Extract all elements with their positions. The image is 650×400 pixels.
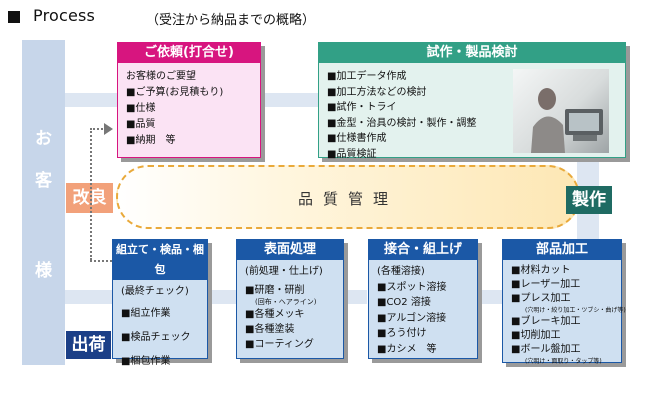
improve-arrow-line: [90, 128, 92, 260]
parts-item: ■ブレーキ加工: [511, 316, 581, 327]
prototype-item: ■金型・治具の検討・製作・調整: [327, 117, 477, 129]
arrow-head-icon: [104, 123, 113, 135]
customer-char-2: 客: [35, 171, 52, 191]
prototype-item: ■品質検証: [327, 148, 377, 160]
prototype-item: ■仕様書作成: [327, 133, 387, 144]
connector-band: [210, 290, 236, 304]
joining-item: ■アルゴン溶接: [377, 312, 447, 324]
assembly-item: ■組立作業: [121, 308, 171, 319]
prototype-item: ■加工方法などの検討: [327, 86, 427, 98]
page-title: Process: [33, 6, 96, 25]
surface-item-note: (回布・ヘアライン): [255, 298, 317, 306]
assembly-item: ■梱包作業: [121, 356, 171, 367]
quality-control-label: 品質管理: [297, 190, 398, 208]
parts-item-note: (穴明け・絞り加工・ツブシ・曲げ等): [525, 307, 626, 314]
connector-band: [65, 93, 117, 107]
page-subtitle: （受注から納品までの概略）: [146, 13, 316, 28]
parts-box: 部品加工 ■材料カット ■レーザー加工 ■プレス加工 (穴明け・絞り加工・ツブシ…: [502, 239, 626, 365]
order-item: ■品質: [126, 119, 156, 130]
assembly-intro: (最終チェック): [121, 286, 189, 297]
order-box: ご依頼(打合せ) お客様のご要望 ■ご予算(お見積もり) ■仕様 ■品質 ■納期…: [117, 42, 261, 158]
prototype-box: 試作・製品検討 ■加工データ作成 ■加工方法などの検討 ■試作・トライ ■金型・…: [318, 42, 626, 160]
manufacture-label: 製作: [566, 186, 612, 214]
surface-item: ■コーティング: [245, 339, 314, 350]
surface-item: ■各種塗装: [245, 324, 295, 335]
order-box-title: ご依頼(打合せ): [118, 43, 260, 63]
prototype-item: ■試作・トライ: [327, 102, 397, 113]
assembly-item: ■検品チェック: [121, 332, 191, 343]
surface-box: 表面処理 (前処理・仕上げ) ■研磨・研削 (回布・ヘアライン) ■各種メッキ …: [236, 239, 344, 359]
prototype-item: ■加工データ作成: [327, 71, 407, 82]
joining-item: ■CO2 溶接: [377, 297, 431, 308]
assembly-box-title: 組立て・検品・梱包: [113, 240, 207, 280]
connector-band: [345, 290, 367, 304]
parts-item-note: (穴明け・面取り・タップ等): [525, 358, 602, 365]
joining-item: ■ろう付け: [377, 328, 427, 339]
order-item: ■仕様: [126, 103, 156, 114]
connector-band: [577, 212, 599, 246]
customer-char-3: 様: [35, 261, 52, 281]
parts-item: ■切削加工: [511, 330, 561, 341]
order-item: ■ご予算(お見積もり): [126, 87, 224, 98]
connector-band: [480, 290, 502, 304]
surface-box-title: 表面処理: [237, 240, 343, 260]
joining-box-title: 接合・組上げ: [369, 240, 477, 260]
parts-item: ■プレス加工: [511, 293, 571, 304]
surface-intro: (前処理・仕上げ): [245, 266, 323, 277]
customer-char-1: お: [35, 129, 52, 149]
surface-item: ■各種メッキ: [245, 309, 305, 320]
improve-label: 改良: [66, 183, 113, 213]
workshop-photo-icon: [513, 69, 609, 153]
parts-item: ■ボール盤加工: [511, 344, 581, 355]
header-bullet-icon: [8, 11, 20, 23]
quality-control-band: [116, 165, 580, 229]
ship-label: 出荷: [66, 331, 111, 359]
prototype-box-title: 試作・製品検討: [319, 43, 625, 63]
joining-intro: (各種溶接): [377, 266, 425, 277]
connector-band: [577, 160, 599, 190]
order-box-intro: お客様のご要望: [126, 71, 196, 82]
assembly-box: 組立て・検品・梱包 (最終チェック) ■組立作業 ■検品チェック ■梱包作業: [112, 239, 208, 367]
parts-item: ■材料カット: [511, 265, 571, 276]
joining-item: ■カシメ 等: [377, 343, 437, 355]
connector-band: [65, 290, 112, 304]
parts-item: ■レーザー加工: [511, 279, 581, 290]
joining-box: 接合・組上げ (各種溶接) ■スポット溶接 ■CO2 溶接 ■アルゴン溶接 ■ろ…: [368, 239, 478, 359]
improve-arrow-line: [90, 260, 112, 262]
connector-band: [262, 93, 318, 107]
customer-column: [22, 40, 65, 365]
joining-item: ■スポット溶接: [377, 281, 447, 293]
surface-item: ■研磨・研削: [245, 285, 305, 296]
order-item: ■納期 等: [126, 135, 176, 146]
parts-box-title: 部品加工: [503, 240, 621, 260]
improve-arrow-line: [90, 128, 106, 130]
